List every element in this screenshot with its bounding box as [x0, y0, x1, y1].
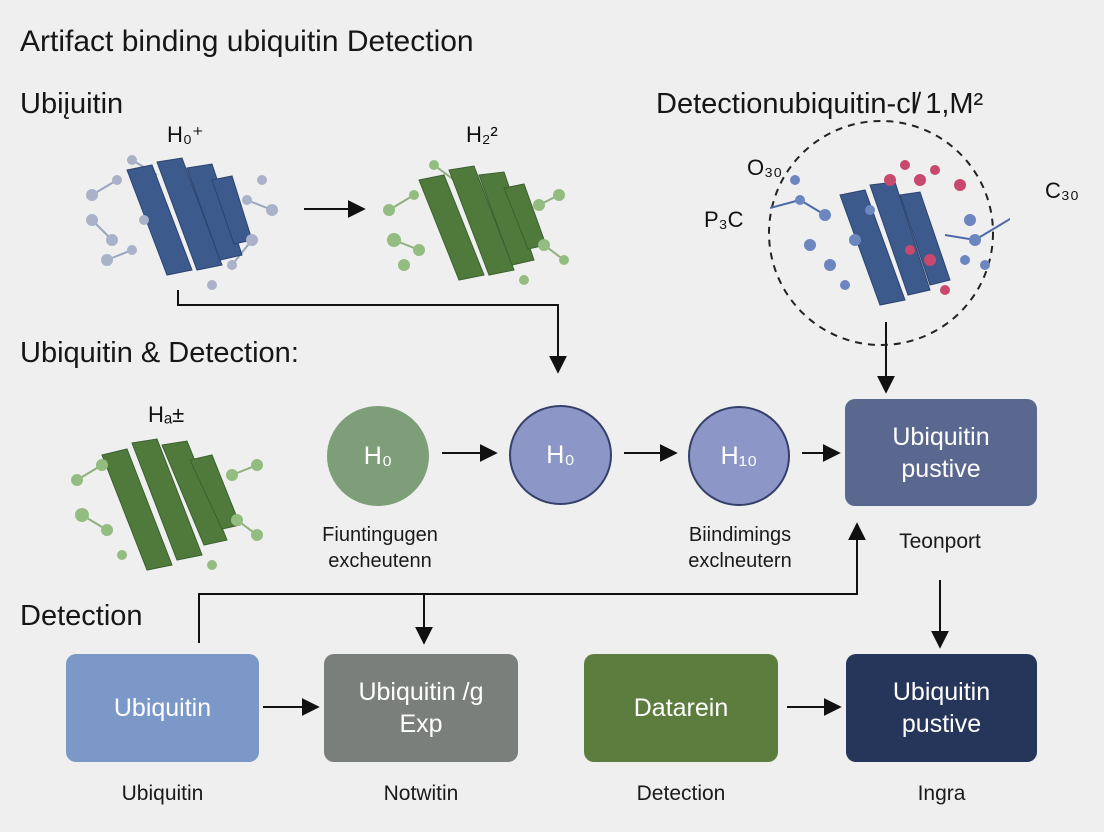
complex-label-p: P₃C — [704, 207, 744, 232]
bottom-caption-ubiquitin: Ubiquitin — [121, 782, 204, 805]
molecule-label-h2: H₂² — [466, 122, 498, 147]
protein-blue-icon — [86, 155, 278, 290]
flow-circle-2: H₀ — [509, 405, 612, 505]
section-heading-ubiquitin-detection: Ubiquitin & Detection: — [20, 337, 299, 369]
complex-label-c: C₃₀ — [1045, 178, 1079, 203]
protein-green-icon — [383, 160, 569, 285]
molecule-label-ha: Hₐ± — [148, 402, 185, 427]
bottom-caption-ingra: Ingra — [917, 782, 966, 805]
bottom-caption-detection: Detection — [636, 782, 726, 805]
section-heading-detection: Detection — [20, 600, 143, 632]
bottom-caption-notwitin: Notwitin — [383, 782, 459, 805]
flow-circle-1: H₀ — [327, 406, 429, 506]
flow-circle-3: H₁₀ — [688, 406, 790, 506]
bottom-box-ubiquitin-exp: Ubiquitin /g Exp — [324, 654, 518, 762]
protein-green-large-icon — [71, 438, 263, 571]
section-heading-detection-complex: Detectionubiquitin-cl̸ 1,M² — [656, 88, 984, 120]
caption-biindimings: Biindimings exclneutern — [688, 524, 792, 572]
flow-circle-2-label: H₀ — [546, 440, 575, 469]
molecule-label-h0: H₀⁺ — [167, 122, 204, 147]
protein-complex-icon — [770, 160, 1010, 306]
page-title: Artifact binding ubiquitin Detection — [20, 25, 474, 58]
caption-fiuntingugen: Fiuntingugen excheutenn — [322, 524, 438, 572]
bottom-box-ubiquitin: Ubiquitin — [66, 654, 259, 762]
bottom-box-datarein: Datarein — [584, 654, 778, 762]
complex-label-o: O₃₀ — [747, 155, 783, 180]
bottom-box-ubiquitin-pustive: Ubiquitin pustive — [846, 654, 1037, 762]
flow-circle-3-label: H₁₀ — [720, 441, 758, 470]
caption-teonport: Teonport — [899, 530, 981, 553]
flow-circle-1-label: H₀ — [363, 441, 393, 470]
section-heading-ubiquitin: Ubiįuitin — [20, 88, 124, 120]
result-box-ubiquitin-pustive: Ubiquitin pustive — [845, 399, 1037, 506]
